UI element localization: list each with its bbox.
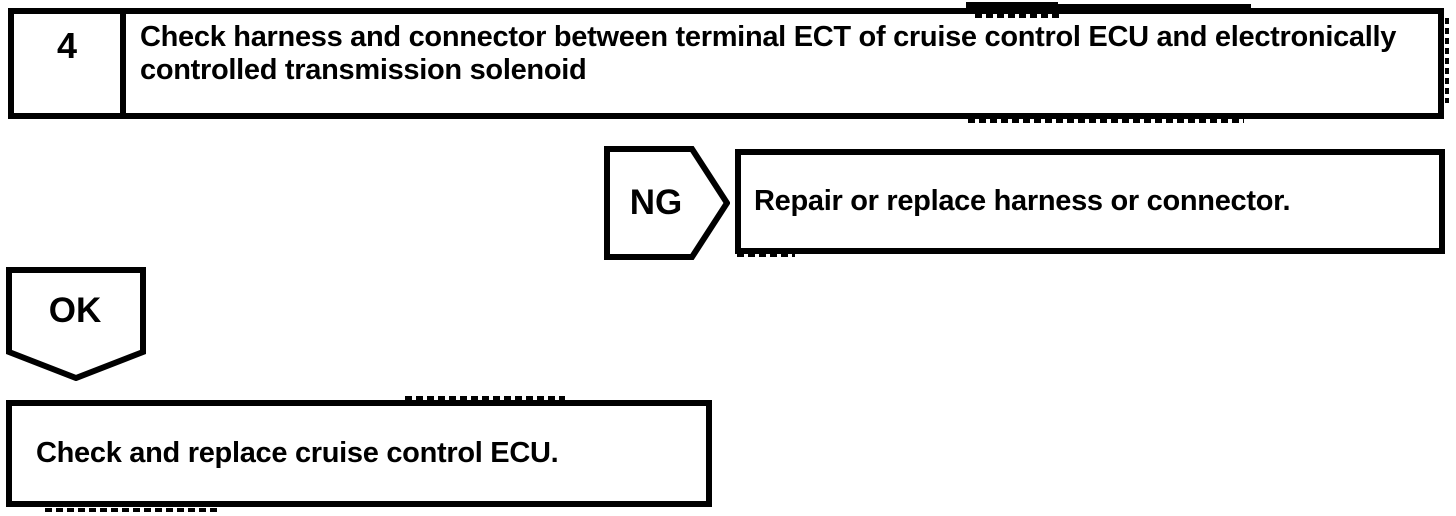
ok-label: OK (48, 291, 102, 330)
ok-connector: OK (6, 267, 146, 381)
step-number: 4 (14, 14, 126, 113)
result-box: Check and replace cruise control ECU. (6, 400, 712, 507)
scan-artifact (737, 254, 795, 257)
ok-pentagon-icon (6, 267, 146, 381)
ng-action-text: Repair or replace harness or connector. (754, 185, 1291, 217)
result-text: Check and replace cruise control ECU. (36, 437, 559, 469)
scan-artifact (966, 2, 1058, 9)
ng-pentagon-shape (604, 146, 730, 260)
step-instruction: Check harness and connector between term… (140, 21, 1397, 86)
scan-artifact (405, 396, 565, 401)
ng-action-box: Repair or replace harness or connector. (735, 149, 1445, 254)
scan-artifact (1445, 18, 1449, 103)
ng-label: NG (629, 183, 683, 222)
ok-pentagon-shape (6, 267, 146, 381)
scan-artifact (45, 508, 217, 512)
ng-pentagon-icon (604, 146, 730, 260)
step-box: 4 Check harness and connector between te… (8, 8, 1444, 119)
ng-connector: NG (604, 146, 730, 260)
scan-artifact (975, 14, 1063, 18)
scan-artifact (968, 119, 1244, 123)
scan-artifact (1056, 4, 1251, 8)
